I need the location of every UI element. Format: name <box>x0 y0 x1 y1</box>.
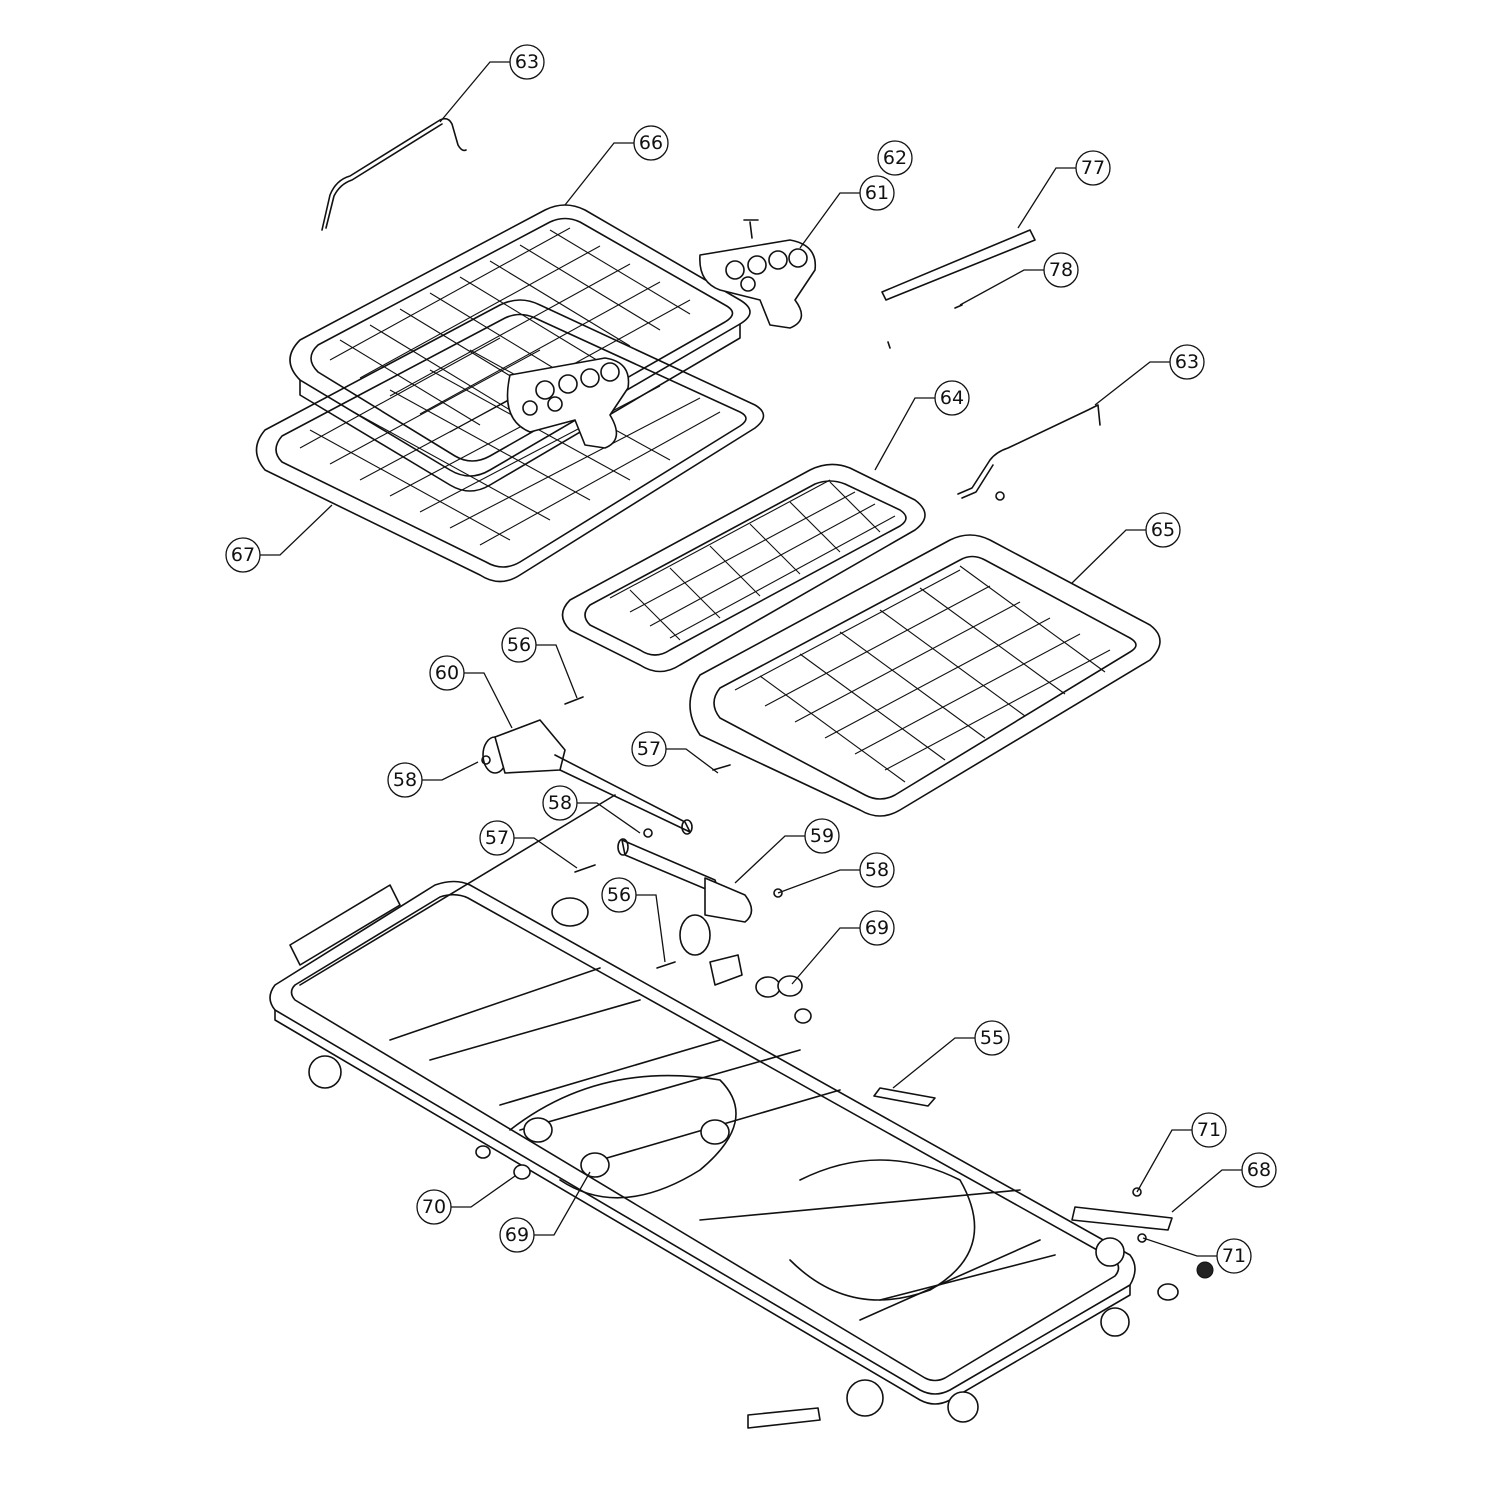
back-panel-grid <box>329 227 691 433</box>
svg-text:78: 78 <box>1049 259 1073 281</box>
actuator-part-59 <box>617 838 753 986</box>
svg-text:55: 55 <box>980 1027 1004 1049</box>
callout-55: 55 <box>974 1020 1010 1056</box>
callout-64: 64 <box>934 380 970 416</box>
pin-part-57-upper <box>712 764 731 771</box>
callout-65: 65 <box>1145 512 1181 548</box>
label-part-55 <box>873 1087 936 1107</box>
pivot-part-69-upper <box>755 975 812 1024</box>
svg-text:58: 58 <box>865 859 889 881</box>
back-panel-part-66 <box>289 204 751 492</box>
callout-58-right: 58 <box>859 852 895 888</box>
callout-71-lower: 71 <box>1216 1238 1252 1274</box>
callout-59: 59 <box>804 818 840 854</box>
foot-panel-part-65 <box>689 534 1161 817</box>
base-wheels <box>308 1055 1130 1423</box>
base-bearings <box>523 897 730 1178</box>
leader-lines <box>260 61 1242 1257</box>
svg-text:69: 69 <box>505 1224 529 1246</box>
callout-66: 66 <box>633 125 669 161</box>
svg-text:56: 56 <box>607 884 631 906</box>
knob <box>1157 1261 1214 1301</box>
screw-part-58-c <box>773 888 783 898</box>
callout-69-upper: 69 <box>859 910 895 946</box>
callout-60: 60 <box>429 655 465 691</box>
plate-part-77 <box>881 229 1036 301</box>
seat-panel-part-67 <box>255 299 765 583</box>
pin-part-57-lower <box>574 864 596 873</box>
svg-text:57: 57 <box>485 827 509 849</box>
foot-panel-grid <box>734 565 1111 783</box>
screw-part-58-a <box>481 755 491 765</box>
pin-part-56-lower <box>656 961 676 969</box>
svg-text:63: 63 <box>515 51 539 73</box>
svg-text:71: 71 <box>1222 1245 1246 1267</box>
svg-text:58: 58 <box>393 769 417 791</box>
callout-70: 70 <box>416 1189 452 1225</box>
callout-56-upper: 56 <box>501 627 537 663</box>
svg-text:71: 71 <box>1197 1119 1221 1141</box>
screw-part-58-b <box>643 828 653 838</box>
svg-text:61: 61 <box>865 182 889 204</box>
rod-part-63-left <box>321 117 467 231</box>
svg-text:58: 58 <box>548 792 572 814</box>
small-screw <box>743 219 759 239</box>
svg-text:57: 57 <box>637 738 661 760</box>
screw-part-71-upper <box>1132 1187 1142 1197</box>
callout-78: 78 <box>1043 252 1079 288</box>
callout-57-upper: 57 <box>631 731 667 767</box>
callout-63-right: 63 <box>1169 344 1205 380</box>
svg-text:65: 65 <box>1151 519 1175 541</box>
svg-text:63: 63 <box>1175 351 1199 373</box>
callout-57-lower: 57 <box>479 820 515 856</box>
svg-text:56: 56 <box>507 634 531 656</box>
svg-text:62: 62 <box>883 147 907 169</box>
svg-text:59: 59 <box>810 825 834 847</box>
svg-text:60: 60 <box>435 662 459 684</box>
rod-part-63-right <box>957 404 1101 501</box>
hinge-block-part-61 <box>699 239 817 329</box>
callout-63-upper-left: 63 <box>509 44 545 80</box>
callout-58-left: 58 <box>387 762 423 798</box>
svg-text:66: 66 <box>639 132 663 154</box>
callout-56-lower: 56 <box>601 877 637 913</box>
thigh-panel-part-64 <box>561 463 926 673</box>
svg-text:70: 70 <box>422 1196 446 1218</box>
svg-text:68: 68 <box>1247 1159 1271 1181</box>
base-frame <box>269 794 1136 1405</box>
callout-77: 77 <box>1075 150 1111 186</box>
callout-58-middle: 58 <box>542 785 578 821</box>
thigh-panel-grid <box>609 479 896 641</box>
bracket-part-68 <box>747 1206 1173 1429</box>
callout-69-lower: 69 <box>499 1217 535 1253</box>
actuator-part-60 <box>482 719 693 835</box>
hinge-block-lower <box>506 357 630 449</box>
callout-71-upper: 71 <box>1191 1112 1227 1148</box>
seat-panel-grid <box>299 337 721 546</box>
svg-text:69: 69 <box>865 917 889 939</box>
callout-68: 68 <box>1241 1152 1277 1188</box>
svg-text:67: 67 <box>231 544 255 566</box>
pin-part-56-upper <box>564 696 584 705</box>
callout-67: 67 <box>225 537 261 573</box>
callout-62: 62 <box>877 140 913 176</box>
bushing-part-70 <box>475 1145 531 1180</box>
svg-text:77: 77 <box>1081 157 1105 179</box>
callout-61: 61 <box>859 175 895 211</box>
screw-part-71-lower <box>1137 1233 1147 1243</box>
svg-text:64: 64 <box>940 387 964 409</box>
screw-part-78 <box>887 304 963 349</box>
